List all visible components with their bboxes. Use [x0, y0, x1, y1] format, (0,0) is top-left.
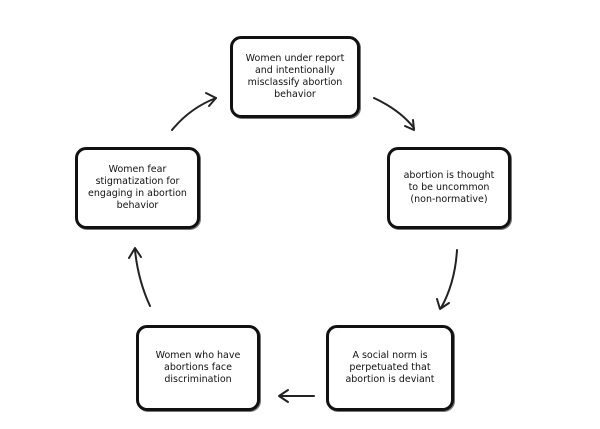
node-underreport-misclassify-label: Women under report and intentionally mis… [245, 53, 345, 100]
node-fear-stigmatization: Women fear stigmatization for engaging i… [75, 147, 200, 229]
node-social-norm-deviant: A social norm is perpetuated that aborti… [326, 325, 454, 411]
node-face-discrimination: Women who have abortions face discrimina… [136, 325, 260, 411]
arrow-bottom-right-to-bottom-left [278, 389, 315, 403]
node-fear-stigmatization-label: Women fear stigmatization for engaging i… [88, 164, 187, 211]
arrow-left-to-top [171, 92, 217, 131]
node-thought-uncommon: abortion is thought to be uncommon (non-… [387, 147, 511, 229]
node-thought-uncommon-label: abortion is thought to be uncommon (non-… [403, 170, 495, 205]
node-underreport-misclassify: Women under report and intentionally mis… [230, 36, 360, 118]
arrow-top-to-right [373, 97, 415, 131]
arrow-bottom-left-to-left [128, 247, 151, 307]
node-face-discrimination-label: Women who have abortions face discrimina… [155, 350, 241, 385]
arrow-right-to-bottom-right [436, 249, 458, 310]
node-social-norm-deviant-label: A social norm is perpetuated that aborti… [345, 350, 435, 385]
